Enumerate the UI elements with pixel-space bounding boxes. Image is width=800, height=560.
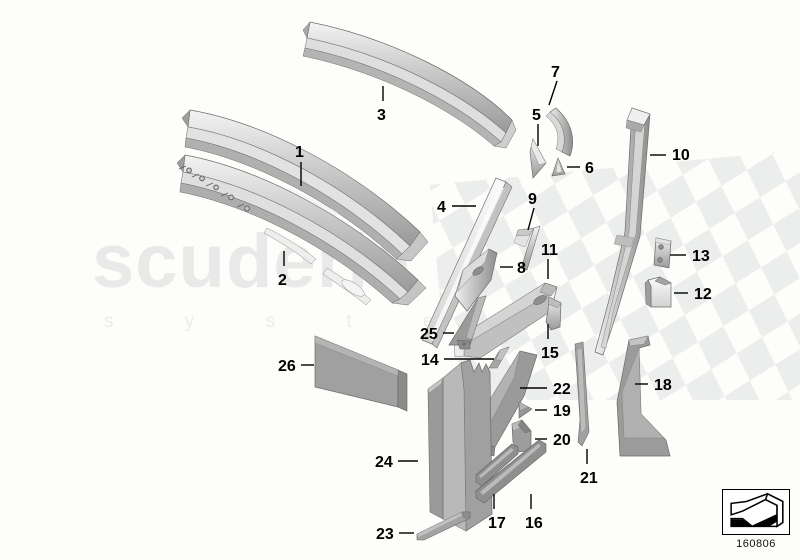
part-11-sill-reinforcement-channel <box>453 282 558 359</box>
part-26-floor-side-panel <box>314 335 408 412</box>
callout-number-18: 18 <box>654 377 672 394</box>
callout-number-23: 23 <box>376 526 394 543</box>
callout-number-15: 15 <box>541 345 559 362</box>
part-10-a-pillar-outer-panel <box>594 107 651 356</box>
callout-number-24: 24 <box>375 454 393 471</box>
callout-number-16: 16 <box>525 515 543 532</box>
callout-number-26: 26 <box>278 358 296 375</box>
part-7-curved-reinforcement-blade <box>545 107 573 157</box>
callout-number-22: 22 <box>553 381 571 398</box>
part-5-corner-gusset-left <box>529 138 547 179</box>
callout-number-8: 8 <box>517 260 526 277</box>
callout-number-14: 14 <box>421 352 439 369</box>
diagram-reference-number: 160806 <box>736 538 776 550</box>
watermark-sub-text: s y s t e <box>104 311 467 332</box>
callout-number-21: 21 <box>580 470 598 487</box>
view-direction-legend-box <box>722 489 790 535</box>
callout-number-19: 19 <box>553 403 571 420</box>
view-direction-arrow-icon <box>730 492 784 528</box>
callout-number-2: 2 <box>278 272 287 289</box>
part-12-u-shaped-bracket <box>644 276 672 308</box>
part-17-short-sill-trim-rail <box>475 443 519 487</box>
part-8-pillar-reinforcement-plate <box>454 248 498 312</box>
part-24-b-pillar-inner-panel <box>427 359 493 532</box>
part-16-long-sill-trim-rail <box>475 439 547 504</box>
callout-number-11: 11 <box>541 242 558 259</box>
callout-number-12: 12 <box>694 286 712 303</box>
part-2-windscreen-frame-lower-rail <box>176 154 427 306</box>
callout-leader-lines <box>283 80 688 534</box>
leader-line-9 <box>527 207 535 231</box>
part-21-narrow-vertical-strip <box>574 341 590 447</box>
callout-number-10: 10 <box>672 147 690 164</box>
callout-number-7: 7 <box>551 64 560 81</box>
callout-number-9: 9 <box>528 191 537 208</box>
callout-number-25: 25 <box>420 326 438 343</box>
part-3-roof-cross-member <box>302 21 517 149</box>
part-20-folded-clip-bracket <box>511 419 532 453</box>
part-25-triangular-gusset-panel <box>448 295 487 350</box>
callout-number-3: 3 <box>377 107 386 124</box>
callout-number-5: 5 <box>532 107 541 124</box>
part-9-narrow-bracket-strip <box>513 225 541 271</box>
callout-number-6: 6 <box>585 160 594 177</box>
leader-line-7 <box>548 80 558 106</box>
part-19-small-triangular-tab <box>518 401 533 419</box>
callout-number-20: 20 <box>553 432 571 449</box>
part-18-b-pillar-lower-panel <box>616 335 671 457</box>
callout-number-4: 4 <box>437 199 446 216</box>
part-13-mounting-plate-with-holes <box>653 237 672 269</box>
callout-number-1: 1 <box>295 144 304 161</box>
callout-number-17: 17 <box>488 515 506 532</box>
part-14-angled-filler-strip <box>488 346 510 369</box>
callout-number-13: 13 <box>692 248 710 265</box>
part-6-small-corner-wedge <box>551 157 566 177</box>
part-15-small-vertical-bracket <box>545 296 562 331</box>
part-23-lower-sill-edge-rail <box>416 511 471 541</box>
